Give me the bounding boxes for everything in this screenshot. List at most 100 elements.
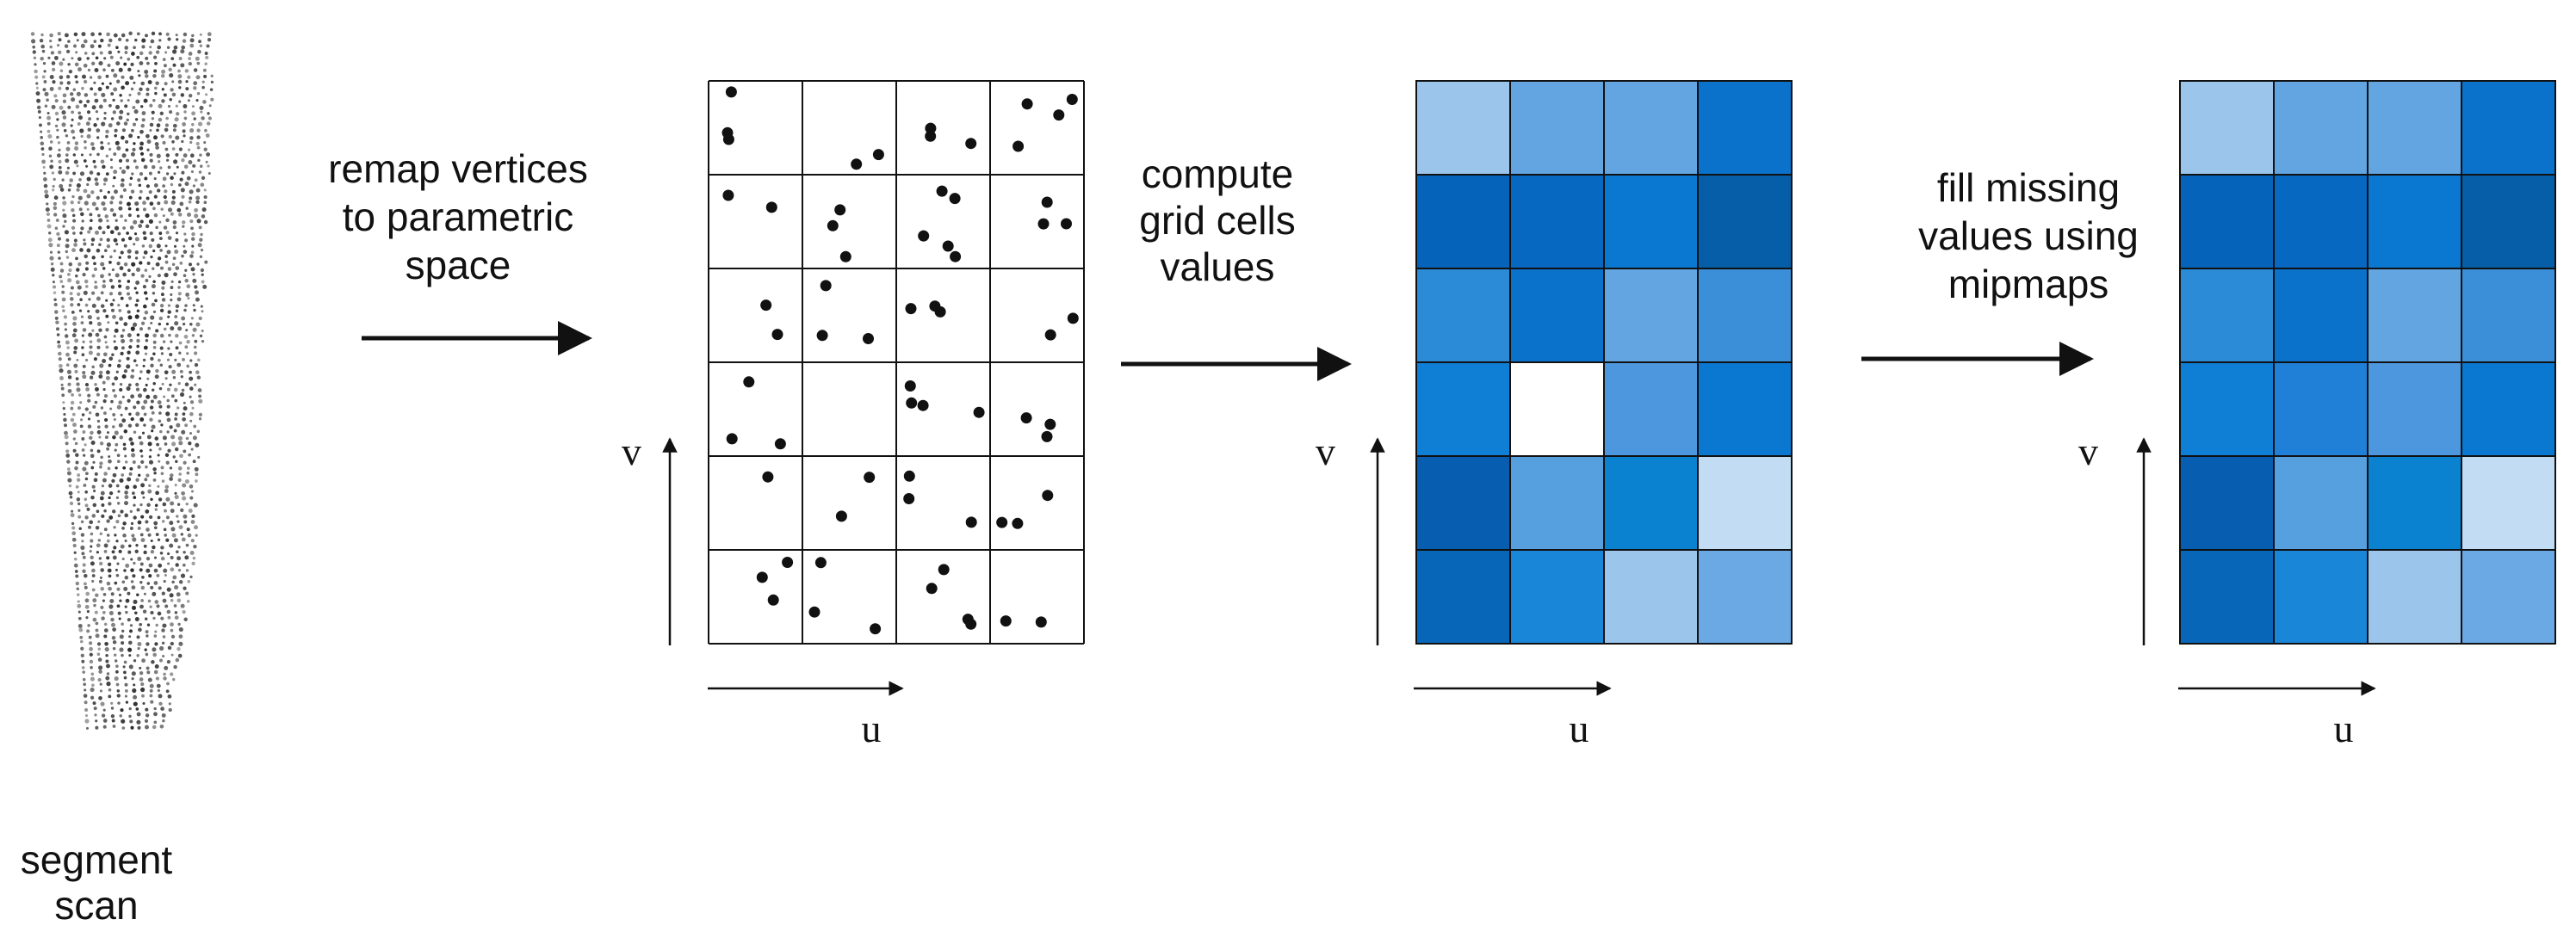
scan-point: [145, 333, 149, 338]
scan-point: [134, 616, 139, 622]
scan-point: [76, 478, 81, 482]
scan-point: [81, 666, 85, 669]
scan-point: [183, 153, 188, 158]
scan-point: [114, 430, 119, 435]
scan-point: [70, 92, 74, 96]
grid-cell: [1415, 455, 1511, 551]
scan-point: [103, 116, 107, 120]
scan-point: [90, 448, 94, 453]
parametric-grid-lines: [708, 80, 1085, 645]
scan-point: [105, 74, 109, 78]
scan-point: [151, 429, 154, 433]
scan-point: [56, 244, 60, 248]
scan-point: [105, 653, 108, 657]
scan-point: [84, 303, 89, 307]
scan-point: [165, 689, 170, 694]
scan-point: [152, 467, 157, 472]
scan-point: [177, 568, 182, 572]
scan-point: [96, 392, 100, 397]
scan-point: [121, 418, 127, 423]
scan-point: [115, 496, 120, 500]
scan-point: [131, 534, 135, 538]
scan-point: [203, 219, 208, 225]
scan-point: [88, 641, 93, 645]
scan-point: [170, 293, 173, 296]
scan-point: [98, 557, 102, 560]
step-remap-line2: to parametric: [343, 194, 573, 239]
scan-point: [96, 195, 100, 201]
scan-point: [115, 568, 118, 571]
parametric-point: [905, 303, 917, 315]
scan-point: [160, 466, 164, 470]
scan-point: [91, 105, 96, 110]
scan-point: [105, 676, 110, 681]
scan-point: [94, 610, 98, 614]
scan-point: [161, 99, 165, 103]
scan-point: [136, 712, 141, 717]
parametric-point: [925, 122, 937, 134]
scan-point: [120, 214, 123, 219]
scan-point: [107, 466, 111, 471]
scan-point: [177, 79, 183, 84]
scan-point: [204, 128, 207, 133]
scan-point: [189, 219, 194, 224]
scan-point: [148, 455, 152, 459]
scan-point: [58, 351, 62, 356]
scan-point: [106, 225, 110, 229]
scan-point: [181, 220, 186, 225]
scan-point: [94, 472, 98, 476]
scan-point: [170, 567, 175, 572]
parametric-point: [722, 133, 734, 145]
scan-point: [48, 231, 52, 235]
scan-point: [124, 406, 128, 410]
scan-point: [82, 670, 85, 674]
scan-point: [166, 587, 171, 592]
scan-point: [89, 411, 92, 415]
scan-point: [152, 55, 158, 59]
scan-point: [107, 64, 111, 67]
scan-point: [91, 256, 96, 260]
scan-point: [140, 81, 145, 86]
step-fill-line3: mipmaps: [1948, 262, 2109, 306]
scan-point: [57, 141, 61, 145]
scan-point: [140, 157, 146, 163]
scan-point: [86, 133, 91, 139]
scan-point: [179, 177, 183, 182]
scan-point: [132, 491, 135, 495]
scan-point: [71, 537, 77, 542]
scan-point: [112, 435, 116, 440]
scan-point: [81, 74, 87, 79]
scan-point: [129, 75, 134, 80]
scan-point: [132, 105, 136, 109]
scan-point: [83, 238, 86, 242]
scan-point: [77, 115, 84, 120]
scan-point: [178, 525, 183, 530]
scan-point: [197, 388, 202, 392]
scan-point: [141, 45, 146, 49]
scan-point: [59, 69, 64, 73]
scan-point: [84, 477, 89, 481]
scan-point: [120, 182, 125, 188]
scan-point: [99, 465, 102, 469]
scan-point: [106, 244, 111, 249]
scan-point: [86, 207, 90, 211]
scan-point: [128, 664, 133, 669]
scan-point: [166, 430, 170, 434]
scan-point: [153, 86, 158, 90]
scan-point: [146, 369, 151, 374]
scan-point: [91, 365, 95, 369]
scan-point: [67, 357, 71, 361]
scan-point: [106, 663, 110, 669]
scan-point: [183, 244, 186, 248]
scan-point: [113, 340, 116, 343]
parametric-point: [1044, 418, 1056, 430]
scan-point: [126, 231, 129, 235]
scan-point: [119, 647, 124, 652]
scan-point: [138, 224, 143, 228]
parametric-point: [760, 299, 772, 312]
grid-cell: [1697, 549, 1793, 645]
scan-point: [189, 196, 193, 201]
scan-point: [49, 45, 53, 49]
scan-point: [119, 714, 122, 718]
scan-point: [66, 471, 71, 476]
